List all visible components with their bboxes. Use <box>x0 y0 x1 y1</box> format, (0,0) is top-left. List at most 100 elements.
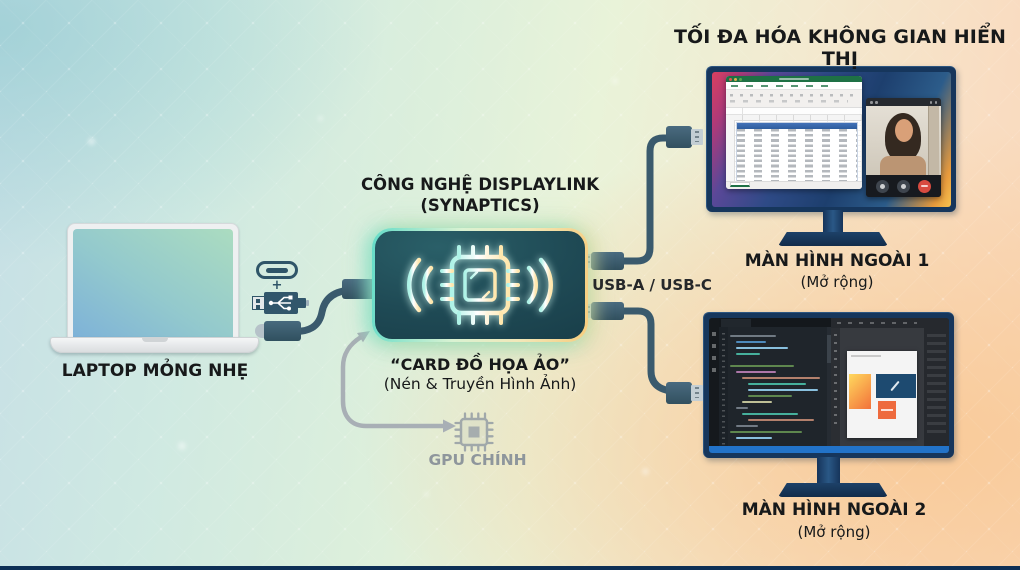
code-editor-tab-bar <box>719 318 831 327</box>
monitor1-frame <box>706 66 956 212</box>
code-line <box>736 371 776 373</box>
box-right-plug-bottom <box>584 302 624 320</box>
monitor2-stand-base <box>778 483 888 497</box>
excel-data-table <box>736 122 858 186</box>
excel-formula-bar <box>726 108 862 115</box>
gradient-swatch <box>849 374 871 409</box>
monitor1-label: MÀN HÌNH NGOÀI 1 <box>744 251 930 271</box>
end-call-button-icon <box>918 179 931 193</box>
excel-row-numbers <box>726 120 735 181</box>
excel-ribbon <box>726 90 862 108</box>
code-line <box>736 353 760 355</box>
virtual-card-subtitle: (Nén & Truyền Hình Ảnh) <box>383 375 577 393</box>
blue-card <box>876 374 916 398</box>
mic-button-icon <box>876 179 889 193</box>
monitor2-screen <box>709 318 949 453</box>
bokeh-dot <box>318 116 323 121</box>
displaylink-subheading: (SYNAPTICS) <box>420 196 540 215</box>
monitor2-stand-neck <box>817 457 840 485</box>
bokeh-dot <box>642 468 649 475</box>
video-call-titlebar <box>866 98 941 106</box>
monitor2-frame <box>703 312 954 458</box>
monitor1-plug <box>666 126 704 148</box>
laptop-base <box>50 337 259 353</box>
virtual-graphics-card-box <box>372 228 588 342</box>
laptop-screen <box>73 229 233 337</box>
excel-titlebar <box>726 76 862 82</box>
code-line <box>748 389 818 391</box>
person-face <box>894 119 913 142</box>
monitor1-sublabel: (Mở rộng) <box>800 273 874 291</box>
background-door <box>927 106 939 175</box>
editor-status-bar <box>709 446 949 453</box>
usb-c-cable-plug <box>255 321 301 341</box>
code-line <box>736 347 788 349</box>
code-line <box>748 383 806 385</box>
code-line <box>730 365 794 367</box>
code-line <box>736 341 766 343</box>
design-app-canvas <box>840 328 924 446</box>
usb-a-body <box>264 292 298 314</box>
video-call-controls <box>866 175 941 197</box>
person-body <box>879 156 926 175</box>
laptop-lid <box>67 223 239 341</box>
displaylink-heading: CÔNG NGHỆ DISPLAYLINK <box>360 175 600 194</box>
gpu-chip-icon <box>454 412 494 452</box>
usb-c-port-icon <box>256 261 298 279</box>
code-line <box>736 407 748 409</box>
laptop-hinge-notch <box>141 338 168 342</box>
monitor1-screen <box>712 72 951 207</box>
monitor2-plug <box>666 382 704 404</box>
page-title: TỐI ĐA HÓA KHÔNG GIAN HIỂN THỊ <box>673 26 1007 70</box>
excel-ribbon-tabs <box>726 82 862 90</box>
bokeh-dot <box>424 492 429 497</box>
code-line <box>730 335 776 337</box>
usb-cable-label: USB-A / USB-C <box>592 276 712 294</box>
code-editor-line-numbers <box>719 327 728 446</box>
bokeh-dot <box>88 138 95 145</box>
bottom-edge-strip <box>0 566 1020 570</box>
excel-sheet-bar <box>726 181 862 189</box>
code-line <box>742 401 772 403</box>
code-lines <box>730 331 825 446</box>
virtual-graphics-card-box-inner <box>375 231 585 339</box>
code-line <box>736 425 758 427</box>
monitor2-sublabel: (Mở rộng) <box>797 523 871 541</box>
camera-button-icon <box>897 179 910 193</box>
external-monitor-2 <box>703 312 965 502</box>
code-line <box>742 377 820 379</box>
excel-column-headers <box>726 115 862 121</box>
laptop-label: LAPTOP MỎNG NHẸ <box>61 361 249 381</box>
video-call-window <box>866 98 941 197</box>
virtual-card-title: “CARD ĐỒ HỌA ẢO” <box>390 355 570 374</box>
chip-signal-icon <box>407 245 553 325</box>
design-properties-panel <box>924 328 949 446</box>
bokeh-dot <box>178 442 186 450</box>
code-line <box>748 419 814 421</box>
usb-c-plug-body <box>264 321 301 341</box>
design-app-tool-strip <box>831 328 840 446</box>
monitor2-label: MÀN HÌNH NGOÀI 2 <box>741 500 927 520</box>
usb-trident-icon <box>268 295 293 311</box>
box-to-monitor1-cable <box>614 134 678 265</box>
design-artboard <box>847 351 917 438</box>
plus-icon: + <box>271 278 283 293</box>
code-editor-activity-bar <box>709 318 719 446</box>
code-line <box>736 437 772 439</box>
video-call-feed <box>866 106 941 175</box>
code-line <box>742 413 798 415</box>
gpu-label: GPU CHÍNH <box>428 451 527 469</box>
box-right-plug-top <box>584 252 624 270</box>
code-line <box>748 395 792 397</box>
usb-a-nub <box>297 298 309 308</box>
code-line <box>730 431 802 433</box>
usb-a-plug-icon <box>252 292 309 314</box>
monitor1-stand-base <box>778 232 888 246</box>
design-app-toolbar-top <box>831 318 949 328</box>
excel-grid <box>726 115 862 186</box>
excel-table-rows <box>737 129 857 185</box>
box-to-monitor2-cable <box>614 307 680 397</box>
arrowhead-to-box <box>357 331 370 343</box>
bokeh-dot <box>612 78 618 84</box>
